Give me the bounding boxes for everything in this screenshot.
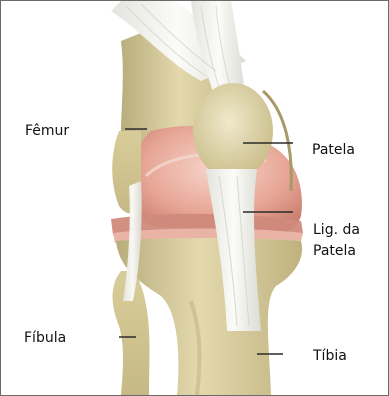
label-fibula: Fíbula <box>24 329 66 347</box>
label-tibia: Tíbia <box>313 347 347 365</box>
label-ligamento-line1: Lig. da <box>313 220 360 241</box>
label-ligamento-line2: Patela <box>313 241 360 262</box>
patella-bone <box>193 83 273 179</box>
label-ligamento-patela: Lig. da Patela <box>313 220 360 262</box>
label-femur: Fêmur <box>25 122 69 140</box>
label-patela: Patela <box>312 141 355 159</box>
